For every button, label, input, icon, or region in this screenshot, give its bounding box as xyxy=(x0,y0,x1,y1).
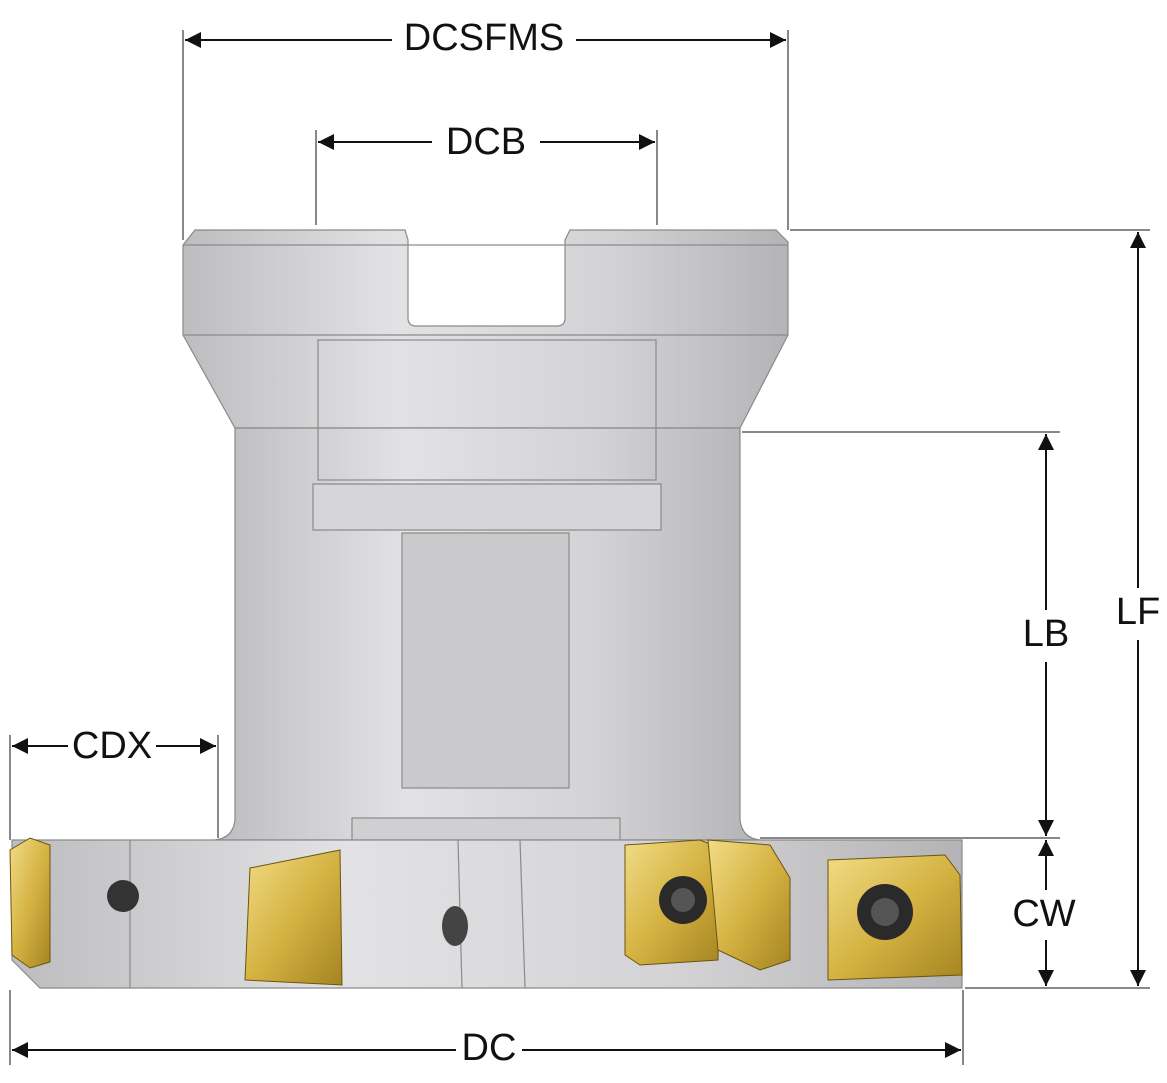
cw-label: CW xyxy=(1012,893,1075,935)
insert xyxy=(9,837,51,969)
lf-label: LF xyxy=(1116,591,1160,633)
dimension-dcb: DCB xyxy=(318,121,655,163)
cutter-body xyxy=(11,229,963,989)
insert xyxy=(707,839,791,971)
dimension-lf: LF xyxy=(1116,232,1160,986)
inserts xyxy=(9,837,963,986)
hole-icon xyxy=(442,906,468,946)
extension-lines xyxy=(9,30,1150,1065)
dc-label: DC xyxy=(462,1027,517,1069)
dimension-cdx: CDX xyxy=(12,725,216,767)
cdx-label: CDX xyxy=(72,725,152,767)
lb-label: LB xyxy=(1023,613,1069,655)
dimension-lb: LB xyxy=(1023,434,1069,836)
dimension-cw: CW xyxy=(1012,840,1076,986)
insert xyxy=(244,849,343,986)
dcb-label: DCB xyxy=(446,121,526,163)
hole-icon xyxy=(107,880,139,912)
dimension-dcsfms: DCSFMS xyxy=(185,17,786,59)
dcsfms-label: DCSFMS xyxy=(404,17,564,59)
dimension-dc: DC xyxy=(12,1027,961,1069)
